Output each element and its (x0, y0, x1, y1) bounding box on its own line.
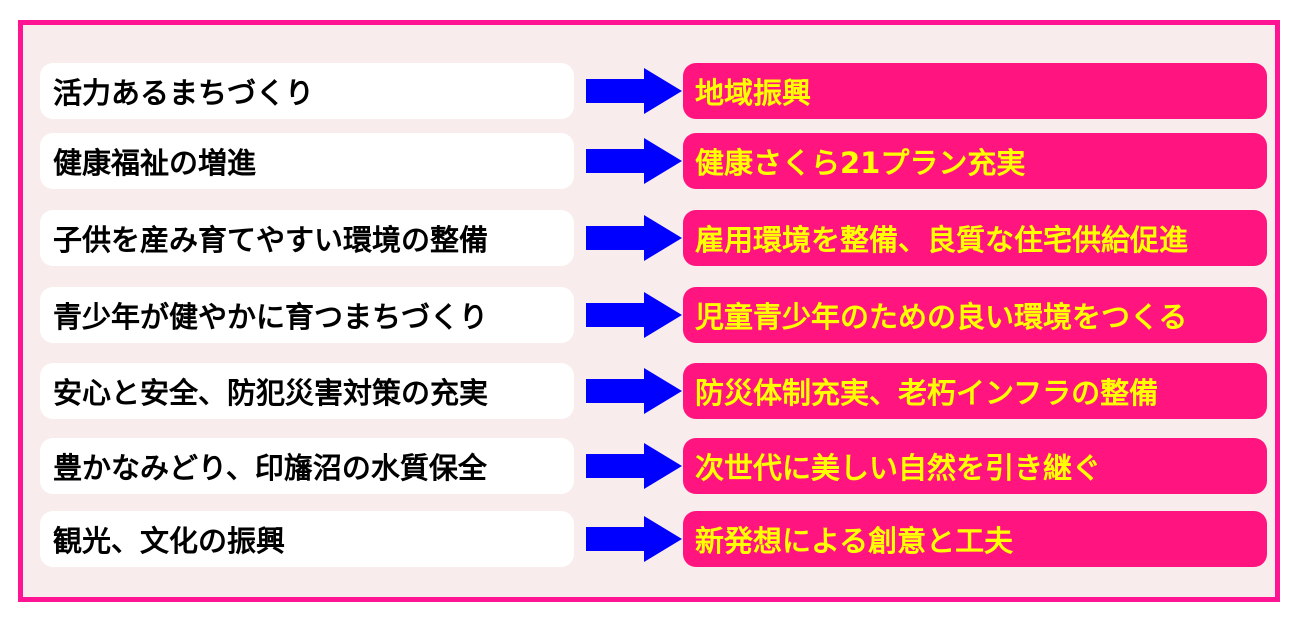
policy-row: 観光、文化の振興 新発想による創意と工夫 (23, 511, 1275, 567)
policy-row: 豊かなみどり、印旛沼の水質保全 次世代に美しい自然を引き継ぐ (23, 438, 1275, 494)
policy-box: 子供を産み育てやすい環境の整備 (40, 210, 574, 266)
measure-box: 児童青少年のための良い環境をつくる (683, 287, 1267, 343)
measure-box: 地域振興 (683, 63, 1267, 119)
measure-box: 雇用環境を整備、良質な住宅供給促進 (683, 210, 1267, 266)
policy-box: 豊かなみどり、印旛沼の水質保全 (40, 438, 574, 494)
policy-box: 観光、文化の振興 (40, 511, 574, 567)
diagram-panel: 活力あるまちづくり 地域振興 健康福祉の増進 健康さくら21プラン充実 子供を産… (18, 20, 1280, 602)
right-arrow-icon (586, 215, 682, 261)
policy-row: 青少年が健やかに育つまちづくり 児童青少年のための良い環境をつくる (23, 287, 1275, 343)
policy-box: 安心と安全、防犯災害対策の充実 (40, 363, 574, 419)
measure-box: 防災体制充実、老朽インフラの整備 (683, 363, 1267, 419)
measure-box: 新発想による創意と工夫 (683, 511, 1267, 567)
right-arrow-icon (586, 68, 682, 114)
right-arrow-icon (586, 443, 682, 489)
policy-box: 健康福祉の増進 (40, 133, 574, 189)
right-arrow-icon (586, 138, 682, 184)
right-arrow-icon (586, 292, 682, 338)
measure-box: 健康さくら21プラン充実 (683, 133, 1267, 189)
policy-box: 青少年が健やかに育つまちづくり (40, 287, 574, 343)
policy-row: 健康福祉の増進 健康さくら21プラン充実 (23, 133, 1275, 189)
policy-box: 活力あるまちづくり (40, 63, 574, 119)
policy-row: 子供を産み育てやすい環境の整備 雇用環境を整備、良質な住宅供給促進 (23, 210, 1275, 266)
policy-row: 活力あるまちづくり 地域振興 (23, 63, 1275, 119)
policy-row: 安心と安全、防犯災害対策の充実 防災体制充実、老朽インフラの整備 (23, 363, 1275, 419)
measure-box: 次世代に美しい自然を引き継ぐ (683, 438, 1267, 494)
right-arrow-icon (586, 516, 682, 562)
right-arrow-icon (586, 368, 682, 414)
